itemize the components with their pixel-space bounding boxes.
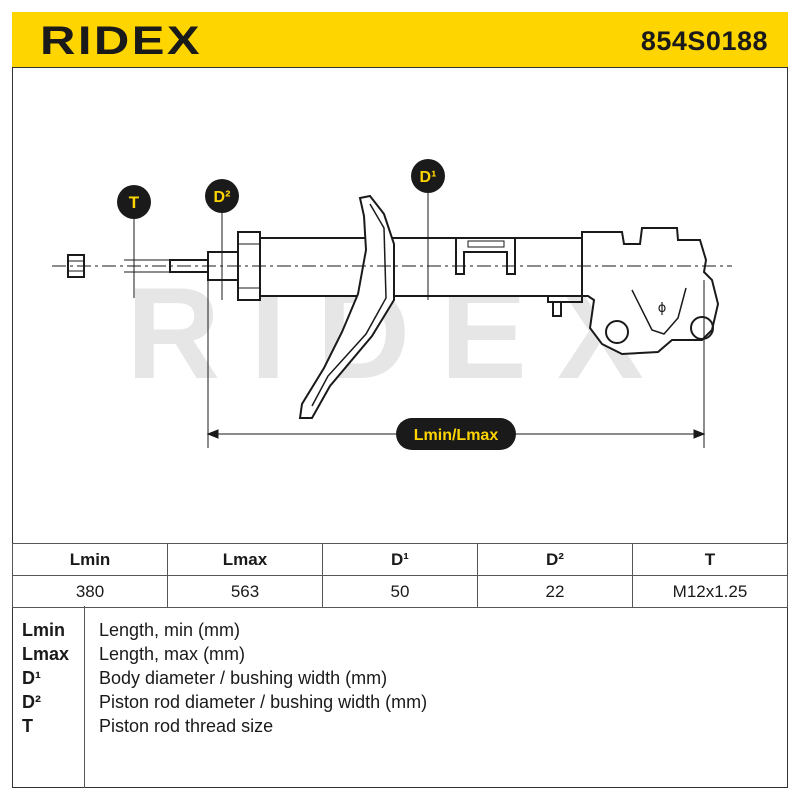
knuckle-bracket <box>581 227 720 356</box>
technical-drawing: RIDEX <box>52 159 732 450</box>
legend-description: Length, min (mm) <box>99 620 241 640</box>
callout-d1: D¹ <box>411 159 445 193</box>
legend-row: D¹ Body diameter / bushing width (mm) <box>12 668 788 692</box>
legend-row: T Piston rod thread size <box>12 716 788 740</box>
ridex-logo: RIDEX <box>40 23 202 57</box>
strut-outline <box>67 194 720 419</box>
legend: Lmin Length, min (mm) Lmax Length, max (… <box>12 606 788 788</box>
mount-hole-2 <box>690 316 714 340</box>
callout-d2: D² <box>205 179 239 213</box>
spec-table: Lmin Lmax D¹ D² T 380 563 50 22 M12x1.25 <box>12 543 788 608</box>
brand-logo-text: RIDEX <box>40 23 202 57</box>
callout-d1-label: D¹ <box>420 169 437 186</box>
legend-row: Lmax Length, max (mm) <box>12 644 788 668</box>
spec-header-cell: T <box>632 543 788 576</box>
legend-symbol: T <box>22 716 33 736</box>
mount-hole-1 <box>605 320 629 344</box>
spec-header-row: Lmin Lmax D¹ D² T <box>12 543 788 576</box>
spec-value-cell: 50 <box>322 575 478 608</box>
header-bar: RIDEX 854S0188 <box>12 12 788 68</box>
callout-d2-label: D² <box>214 189 231 206</box>
legend-row: D² Piston rod diameter / bushing width (… <box>12 692 788 716</box>
legend-description: Length, max (mm) <box>99 644 246 664</box>
spec-value-row: 380 563 50 22 M12x1.25 <box>12 575 788 608</box>
spec-header-cell: Lmax <box>167 543 323 576</box>
spec-header-cell: D² <box>477 543 633 576</box>
spec-value-cell: M12x1.25 <box>632 575 788 608</box>
legend-description: Piston rod thread size <box>99 716 274 736</box>
callout-length: Lmin/Lmax <box>396 418 516 450</box>
legend-divider <box>84 606 85 788</box>
phi-symbol: ϕ <box>658 301 667 316</box>
length-label: Lmin/Lmax <box>414 427 499 444</box>
spring-seat <box>298 194 395 419</box>
legend-symbol: D² <box>22 692 41 712</box>
callout-t: T <box>117 185 151 219</box>
spec-header-cell: D¹ <box>322 543 478 576</box>
legend-symbol: Lmin <box>22 620 65 640</box>
spec-value-cell: 22 <box>477 575 633 608</box>
body-bracket <box>455 238 516 275</box>
spec-value-cell: 380 <box>12 575 168 608</box>
legend-description: Piston rod diameter / bushing width (mm) <box>99 692 428 712</box>
strut-body <box>259 237 583 297</box>
legend-symbol: Lmax <box>22 644 70 664</box>
legend-row: Lmin Length, min (mm) <box>12 620 788 644</box>
spec-value-cell: 563 <box>167 575 323 608</box>
part-number: 854S0188 <box>640 26 768 56</box>
legend-symbol: D¹ <box>22 668 41 688</box>
spec-header-cell: Lmin <box>12 543 168 576</box>
callout-t-label: T <box>129 193 140 212</box>
legend-description: Body diameter / bushing width (mm) <box>99 668 388 688</box>
